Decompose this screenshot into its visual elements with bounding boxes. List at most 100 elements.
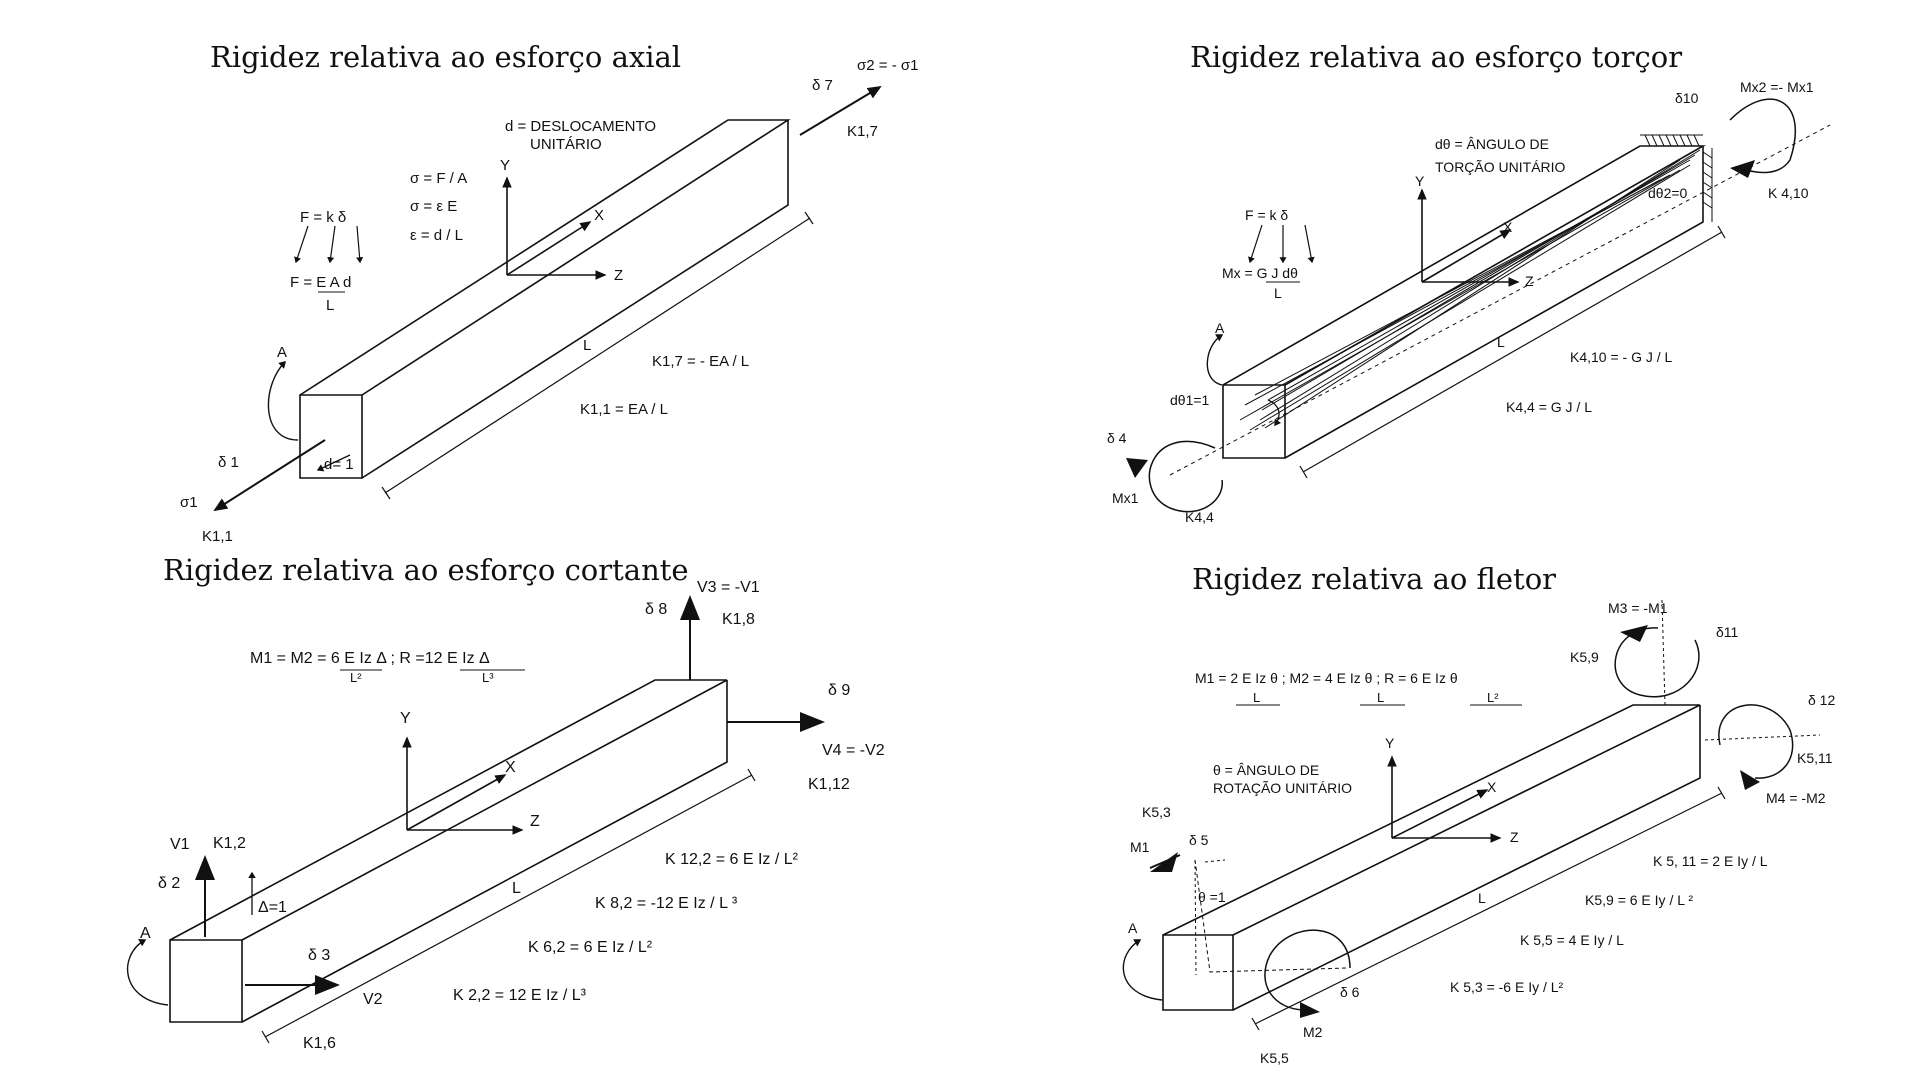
torsion-dtheta-def-line2: TORÇÃO UNITÁRIO — [1435, 159, 1566, 175]
bending-m4-label: M4 = -M2 — [1766, 790, 1826, 806]
torsion-mx-gj: Mx = G J dθ — [1222, 265, 1298, 281]
torsion-z-label: Z — [1525, 273, 1534, 289]
shear-delta2-label: δ 2 — [158, 875, 180, 892]
torsion-beam-top — [1222, 145, 1707, 386]
bending-theta1-label: θ =1 — [1198, 889, 1226, 905]
bending-delta12-label: δ 12 — [1808, 692, 1835, 708]
shear-k18-label: K1,8 — [722, 611, 755, 628]
axial-sigma2-arrow — [799, 85, 882, 136]
axial-d1-arrow — [316, 454, 351, 472]
shear-x-axis — [406, 774, 507, 831]
axial-rotation-a-arrow — [267, 361, 299, 441]
axial-sigma1-arrow — [213, 439, 326, 512]
bending-rotated-section — [1194, 859, 1349, 973]
axial-title: Rigidez relativa ao esforço axial — [210, 40, 682, 74]
bending-z-label: Z — [1510, 829, 1519, 845]
shear-beam-side — [241, 680, 728, 1023]
axial-length-dimension — [384, 217, 811, 494]
shear-beam-end-face — [169, 939, 243, 1023]
shear-v1-label: V1 — [170, 836, 190, 853]
axial-eq-stress: σ = F / A — [410, 170, 467, 187]
bending-delta11-label: δ11 — [1716, 624, 1739, 640]
shear-k122-equation: K 12,2 = 6 E Iz / L² — [665, 851, 799, 868]
torsion-f-kd: F = k δ — [1245, 207, 1288, 223]
bending-beam-end-face — [1162, 934, 1234, 1011]
axial-d1-label: d= 1 — [324, 456, 354, 473]
bending-m2-label: M2 — [1303, 1024, 1323, 1040]
axial-delta7-label: δ 7 — [812, 77, 833, 94]
bending-x-axis — [1391, 789, 1489, 839]
torsion-delta4-label: δ 4 — [1107, 430, 1127, 446]
axial-k17-top-label: K1,7 — [847, 123, 878, 140]
axial-k17-equation: K1,7 = - EA / L — [652, 353, 749, 370]
shear-panel — [126, 595, 825, 1044]
shear-delta8-label: δ 8 — [645, 601, 667, 618]
bending-k511-right-label: K5,11 — [1797, 750, 1833, 766]
bending-m1-arrowhead — [1150, 852, 1178, 872]
torsion-a-label: A — [1215, 320, 1225, 336]
torsion-mx1-label: Mx1 — [1112, 490, 1139, 506]
shear-title: Rigidez relativa ao esforço cortante — [163, 553, 689, 587]
bending-m3-arrow — [1614, 627, 1700, 698]
shear-delta3-label: δ 3 — [308, 947, 330, 964]
bending-theta-def-line2: ROTAÇÃO UNITÁRIO — [1213, 780, 1352, 796]
shear-v2-label: V2 — [363, 991, 383, 1008]
bending-beam-top — [1162, 704, 1701, 936]
axial-sigma1-label: σ1 — [180, 494, 198, 511]
torsion-mx2-arrow — [1729, 98, 1796, 174]
torsion-title: Rigidez relativa ao esforço torçor — [1190, 40, 1683, 74]
torsion-k410-equation: K4,10 = - G J / L — [1570, 349, 1673, 365]
bending-delta6-label: δ 6 — [1340, 984, 1360, 1000]
axial-x-axis — [506, 221, 592, 276]
axial-k11-equation: K1,1 = EA / L — [580, 401, 668, 418]
torsion-twist-hatching — [1239, 149, 1701, 431]
torsion-panel — [1126, 98, 1831, 513]
bending-m1-label: M1 — [1130, 839, 1150, 855]
shear-l-label: L — [512, 880, 521, 897]
shear-labels: V3 = -V1 δ 8 K1,8 M1 = M2 = 6 E Iz Δ ; R… — [140, 579, 885, 1052]
shear-x-label: X — [505, 759, 516, 776]
axial-l-label: L — [583, 337, 591, 354]
bending-k53-equation: K 5,3 = -6 E Iy / L² — [1450, 979, 1564, 995]
bending-k59-equation: K5,9 = 6 E Iy / L ² — [1585, 892, 1693, 908]
shear-k112-label: K1,12 — [808, 776, 850, 793]
shear-delta1-label: Δ=1 — [258, 899, 287, 916]
bending-m2-arrow — [1264, 929, 1351, 1011]
shear-z-label: Z — [530, 813, 540, 830]
axial-z-label: Z — [614, 267, 623, 284]
bending-k55-equation: K 5,5 = 4 E Iy / L — [1520, 932, 1624, 948]
bending-k59-label: K5,9 — [1570, 649, 1599, 665]
axial-f-l: L — [326, 297, 334, 314]
axial-f-kd: F = k δ — [300, 209, 346, 226]
torsion-x-axis — [1421, 229, 1512, 283]
torsion-centerline — [1169, 124, 1831, 476]
shear-delta9-label: δ 9 — [828, 682, 850, 699]
torsion-mx1-arrow — [1148, 440, 1223, 513]
torsion-k44-bottom-label: K4,4 — [1185, 509, 1214, 525]
torsion-delta10-label: δ10 — [1675, 90, 1699, 106]
bending-k55-bottom-label: K5,5 — [1260, 1050, 1289, 1066]
torsion-dtheta-def-line1: dθ = ÂNGULO DE — [1435, 136, 1549, 152]
torsion-f-l: L — [1274, 285, 1282, 301]
bending-k53-top-label: K5,3 — [1142, 804, 1171, 820]
shear-y-label: Y — [400, 710, 411, 727]
torsion-y-label: Y — [1415, 173, 1425, 189]
shear-k62-equation: K 6,2 = 6 E Iz / L² — [528, 939, 653, 956]
axial-sigma2-label: σ2 = - σ1 — [857, 57, 918, 74]
axial-d-definition-line1: d = DESLOCAMENTO — [505, 118, 656, 135]
shear-k22-equation: K 2,2 = 12 E Iz / L³ — [453, 987, 587, 1004]
bending-labels: M3 = -M1 δ11 K5,9 M1 = 2 E Iz θ ; M2 = 4… — [1128, 600, 1835, 1066]
shear-v4-label: V4 = -V2 — [822, 742, 885, 759]
axial-eq-hooke: σ = ε E — [410, 198, 457, 215]
bending-y-label: Y — [1385, 735, 1395, 751]
torsion-dtheta2-label: dθ2=0 — [1648, 185, 1688, 201]
axial-beam-top — [299, 119, 791, 396]
torsion-k44-equation: K4,4 = G J / L — [1506, 399, 1592, 415]
axial-a-label: A — [277, 344, 287, 361]
torsion-beam-side — [1284, 146, 1704, 459]
bending-k511-equation: K 5, 11 = 2 E Iy / L — [1653, 853, 1768, 869]
axial-x-label: X — [594, 207, 604, 224]
bending-l-label: L — [1478, 890, 1486, 906]
